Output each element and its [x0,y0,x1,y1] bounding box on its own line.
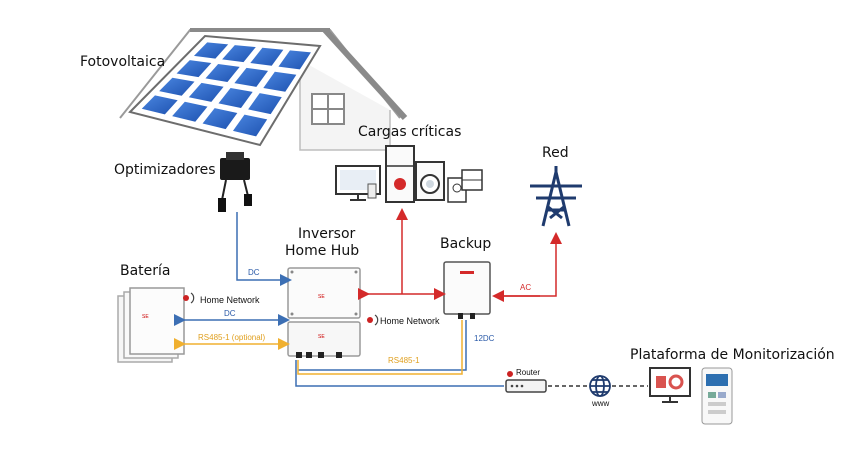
globe-icon [589,375,611,397]
router-device [505,371,547,393]
solar-cell [193,42,229,59]
solar-cell [234,67,269,87]
label-inversor: Inversor [298,226,356,242]
solar-cell [188,82,224,102]
solar-cell [159,77,195,96]
solar-cell [250,47,284,66]
solar-cell [248,93,282,115]
wire-label-dc-pv: DC [248,268,260,277]
monitoring-monitor [649,367,691,403]
solar-cell [222,45,256,63]
battery-brand-logo: SE [142,314,149,320]
solar-cell [278,50,311,70]
inverter-home-hub: SE SE [287,267,361,358]
grid-tower-icon [530,166,582,227]
wire-label-ac: AC [520,283,532,292]
solar-cell [218,88,253,108]
solar-cell [172,101,208,122]
dc-wire-pv [236,212,292,286]
optimizer-device [218,152,252,212]
backup-interface [443,261,491,319]
wire-label-home-network-inverter: Home Network [380,316,440,326]
label-plataforma: Plataforma de Monitorización [630,347,835,363]
label-fotovoltaica: Fotovoltaica [80,54,166,70]
critical-loads-appliances [335,145,483,203]
svg-text:SE: SE [318,334,325,340]
wire-label-rs485-optional: RS485-1 (optional) [198,333,266,342]
network-signal-icon [367,314,379,326]
battery-units: SE [117,287,185,363]
monitoring-phone [701,367,733,425]
svg-text:SE: SE [318,294,325,300]
wire-label-home-network-battery: Home Network [200,295,260,305]
router-label: Router [516,368,541,377]
rs485-wire [297,320,463,375]
label-backup: Backup [440,236,492,252]
wire-label-rs485: RS485-1 [388,356,420,365]
label-home-hub: Home Hub [285,243,360,259]
solar-cell [263,71,297,92]
network-signal-icon [183,292,195,304]
house-roof [119,27,408,151]
network-wire [295,360,504,387]
solar-panel-array [128,34,322,147]
label-cargas-criticas: Cargas críticas [358,124,462,140]
label-bateria: Batería [120,263,171,279]
solar-cell [205,63,240,83]
solar-cell [176,60,212,78]
wire-label-dc-battery: DC [224,309,236,318]
label-optimizadores: Optimizadores [114,162,216,178]
www-label: www [592,399,610,408]
label-red: Red [542,145,569,161]
wire-label-12dc: 12DC [474,334,495,343]
solar-cell [232,114,268,137]
solar-cell [202,108,238,130]
solar-cell [141,95,178,115]
dc12-wire [298,320,467,371]
